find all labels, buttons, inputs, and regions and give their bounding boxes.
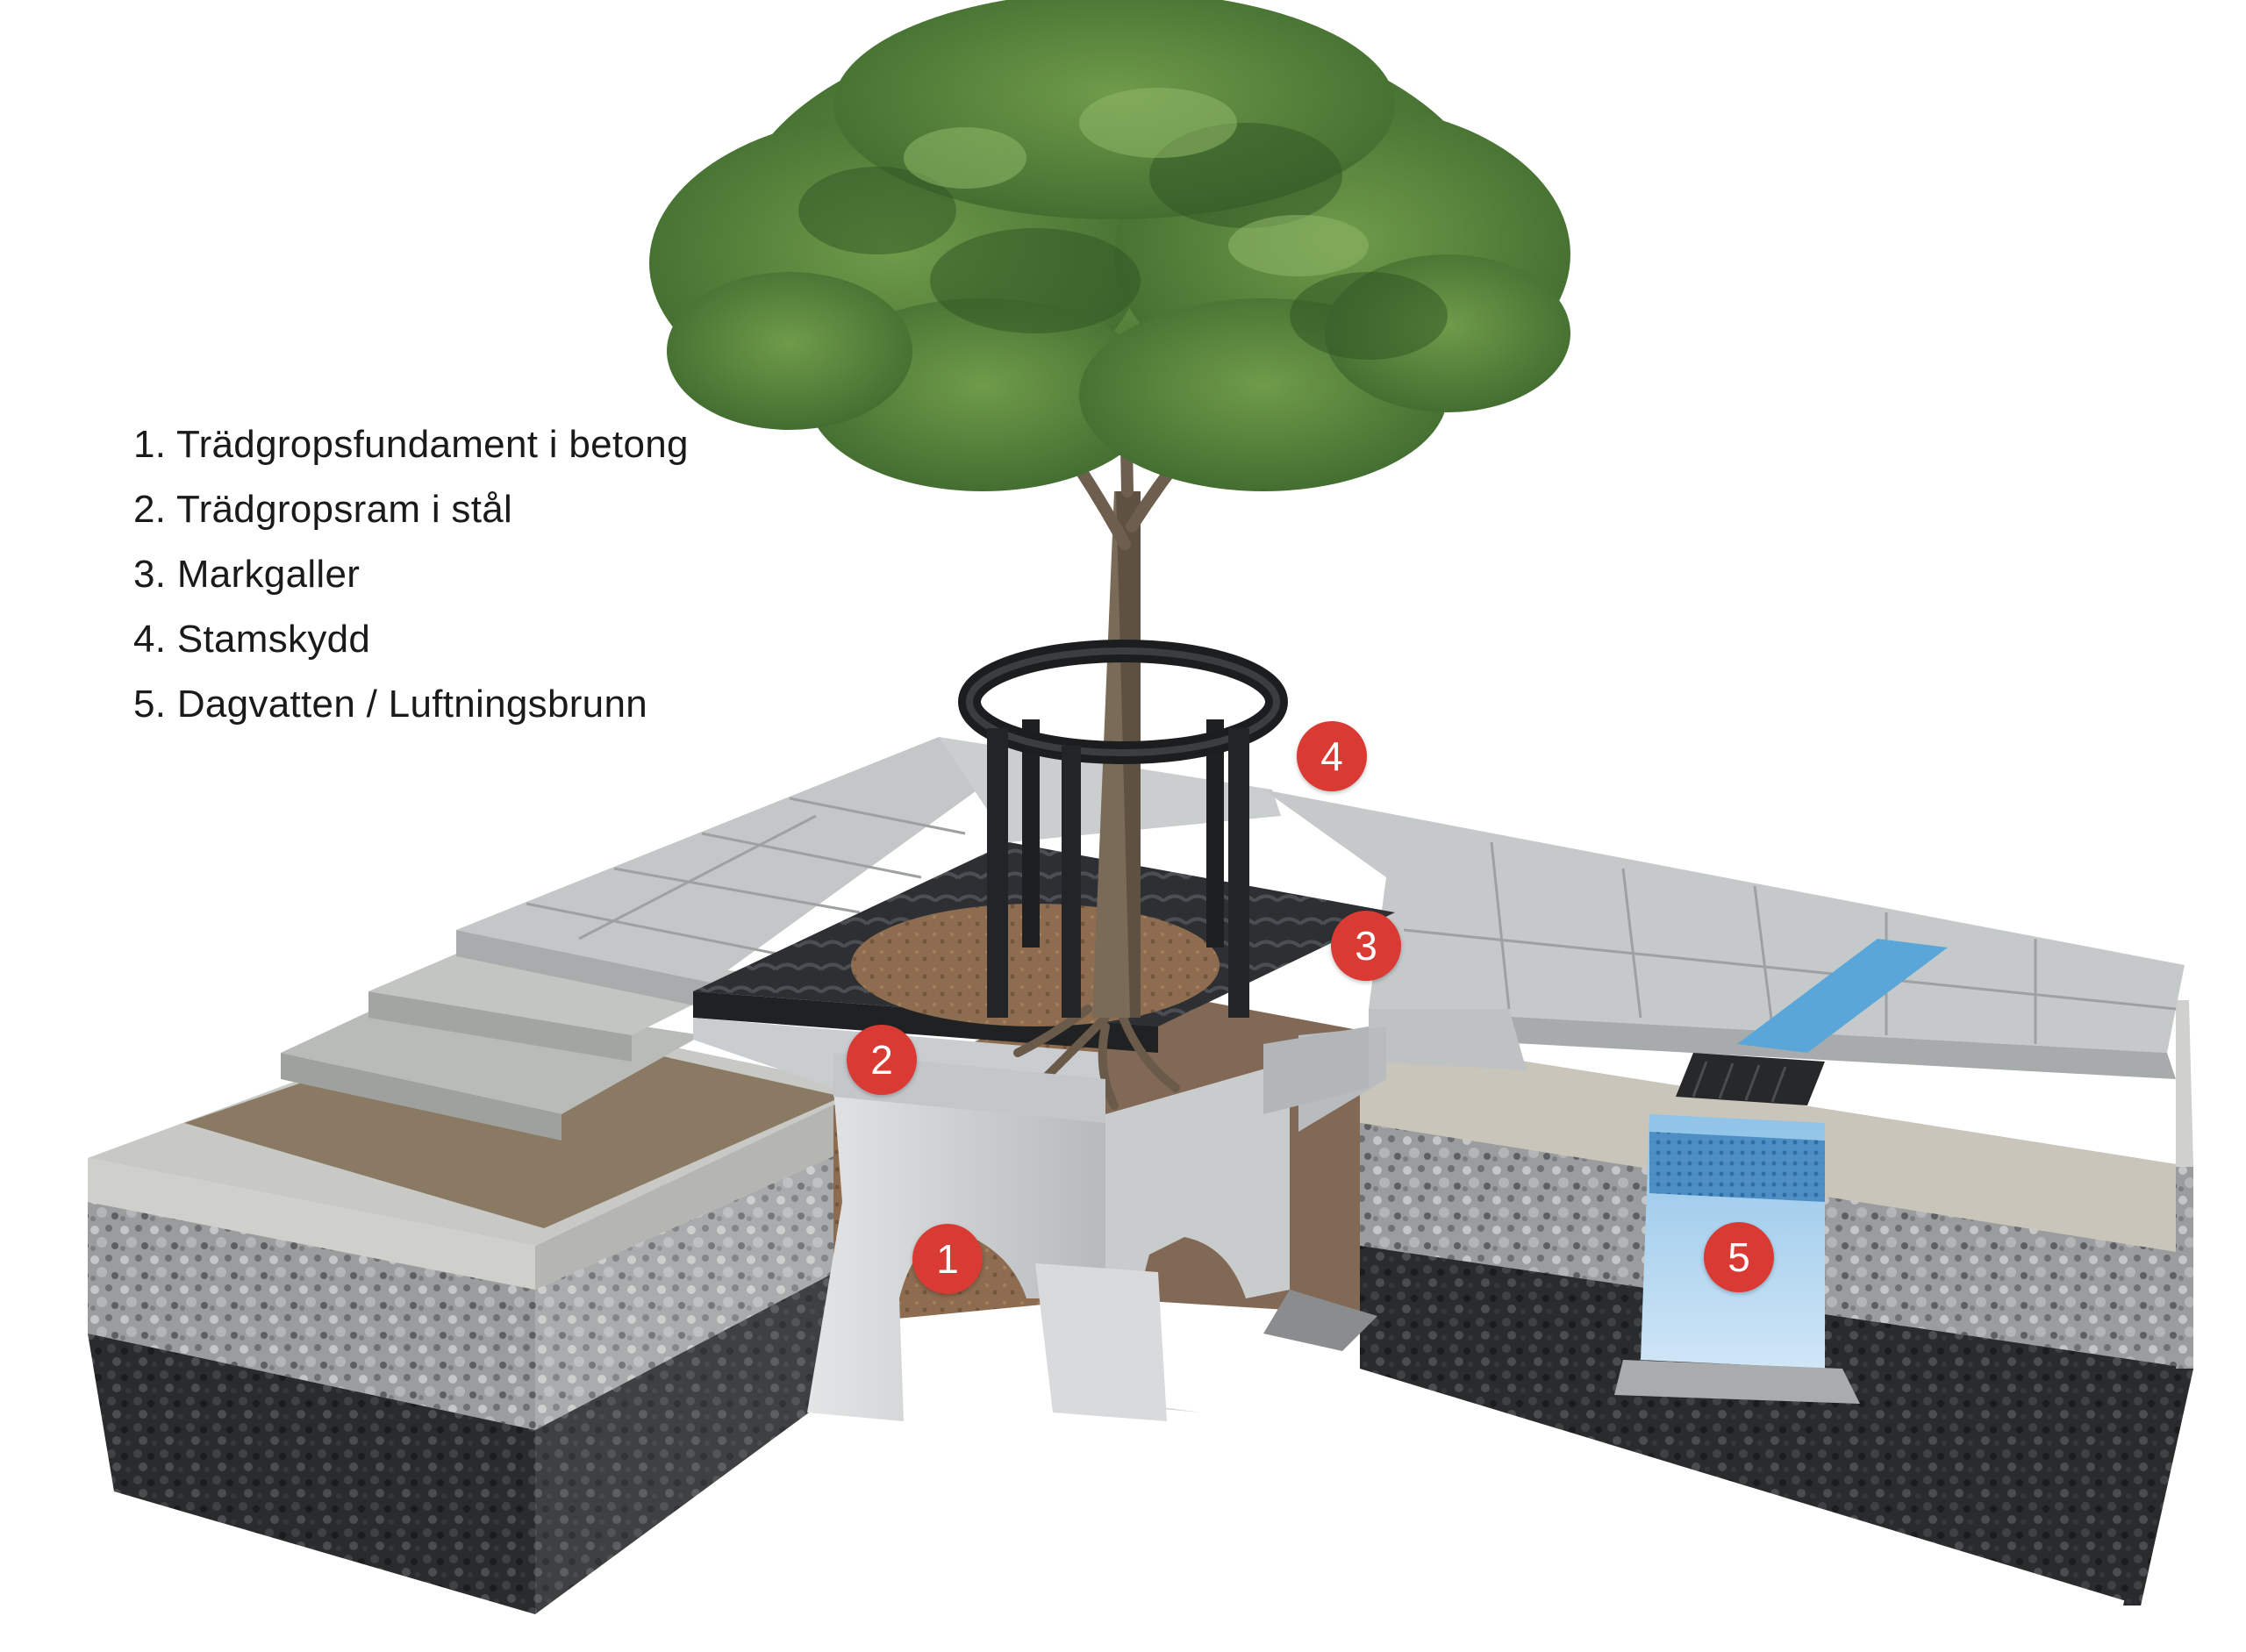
legend-item-5: 5. Dagvatten / Luftningsbrunn [133, 683, 647, 726]
tree [649, 0, 1570, 1110]
marker-foundation: 1 [912, 1224, 983, 1294]
trunk-guard [958, 640, 1288, 1018]
legend-item-2: 2. Trädgropsram i stål [133, 488, 513, 531]
marker-grate: 3 [1331, 911, 1401, 981]
concrete-foundation [807, 1062, 1377, 1421]
marker-trunk-guard: 4 [1297, 721, 1367, 791]
legend-list: 1. Trädgropsfundament i betong 2. Trädgr… [133, 412, 689, 737]
paving-surface [456, 737, 2185, 1079]
legend-item-1: 1. Trädgropsfundament i betong [133, 423, 689, 466]
marker-drain-well: 5 [1704, 1222, 1774, 1292]
legend-item-4: 4. Stamskydd [133, 618, 371, 661]
legend-item-3: 3. Markgaller [133, 553, 361, 596]
marker-frame: 2 [847, 1025, 917, 1095]
